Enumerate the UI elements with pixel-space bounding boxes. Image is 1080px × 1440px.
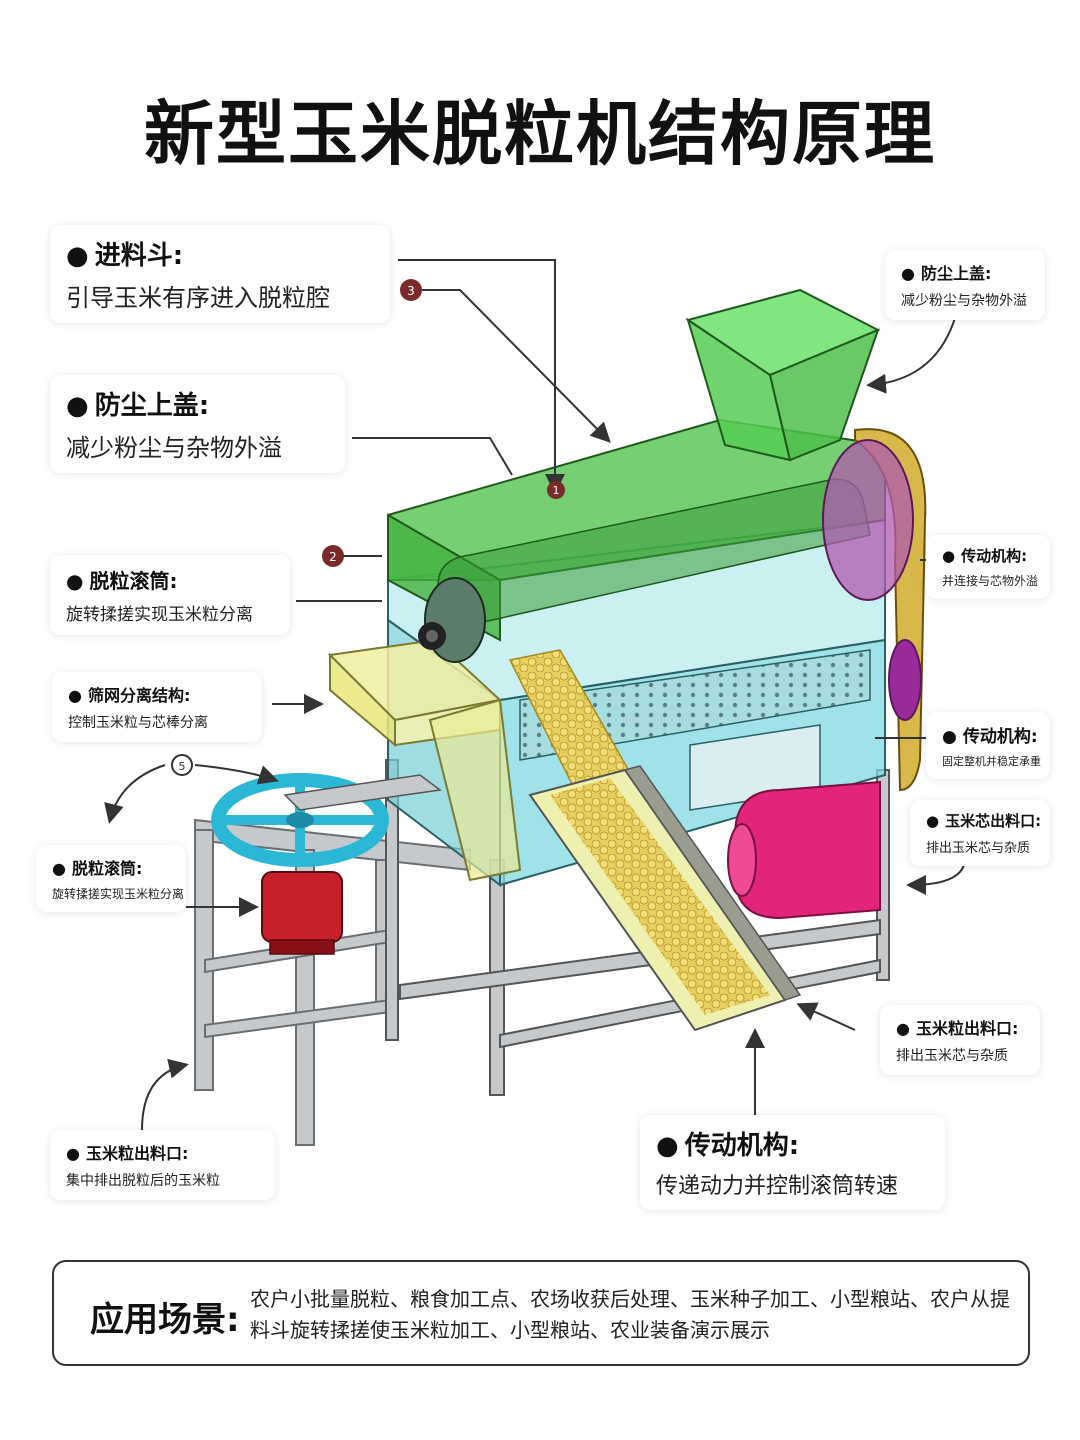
label-feed-hopper: 进料斗: 引导玉米有序进入脱粒腔 <box>50 225 390 323</box>
label-title: 脱粒滚筒: <box>52 855 170 879</box>
svg-text:3: 3 <box>407 284 415 298</box>
marker-5: 5 <box>171 754 193 776</box>
label-title: 筛网分离结构: <box>68 682 246 706</box>
label-drive-upper: 传动机构: 并连接与芯物外溢 <box>926 535 1050 599</box>
label-desc: 并连接与芯物外溢 <box>942 574 1039 588</box>
label-title: 脱粒滚筒: <box>66 565 274 594</box>
label-title: 玉米粒出料口: <box>66 1140 259 1164</box>
label-drive-bottom: 传动机构: 传递动力并控制滚筒转速 <box>640 1115 945 1210</box>
label-title: 防尘上盖: <box>66 385 329 422</box>
marker-2: 2 <box>322 545 344 567</box>
label-desc: 引导玉米有序进入脱粒腔 <box>66 284 330 312</box>
hopper <box>685 288 881 462</box>
svg-text:1: 1 <box>553 484 560 497</box>
label-dust-cover: 防尘上盖: 减少粉尘与杂物外溢 <box>50 375 345 473</box>
label-title: 传动机构: <box>942 722 1038 747</box>
label-desc: 减少粉尘与杂物外溢 <box>901 293 1027 309</box>
label-drive-middle: 传动机构: 固定整机并稳定承重 <box>926 712 1050 779</box>
label-threshing-drum: 脱粒滚筒: 旋转揉搓实现玉米粒分离 <box>50 555 290 635</box>
label-desc: 传递动力并控制滚筒转速 <box>656 1174 899 1199</box>
label-desc: 旋转揉搓实现玉米粒分离 <box>52 887 185 901</box>
label-title: 防尘上盖: <box>901 260 1029 284</box>
marker-1: 1 <box>547 481 565 499</box>
scenario-text: 农户小批量脱粒、粮食加工点、农场收获后处理、玉米种子加工、小型粮站、农户从提料斗… <box>250 1287 1010 1342</box>
label-kernel-outlet-right: 玉米粒出料口: 排出玉米芯与杂质 <box>880 1005 1040 1075</box>
application-scenario: 应用场景: 农户小批量脱粒、粮食加工点、农场收获后处理、玉米种子加工、小型粮站、… <box>52 1260 1030 1366</box>
label-title: 传动机构: <box>656 1125 929 1162</box>
label-dust-cover-right: 防尘上盖: 减少粉尘与杂物外溢 <box>885 250 1045 320</box>
label-desc: 集中排出脱粒后的玉米粒 <box>66 1173 220 1189</box>
feed-tray <box>327 638 522 882</box>
belt-drive <box>822 428 927 792</box>
page-title: 新型玉米脱粒机结构原理 <box>144 93 936 175</box>
label-title: 传动机构: <box>942 545 1034 566</box>
scenario-title: 应用场景: <box>90 1300 240 1340</box>
label-title: 玉米粒出料口: <box>896 1015 1024 1039</box>
label-threshing-drum-2: 脱粒滚筒: 旋转揉搓实现玉米粒分离 <box>36 845 186 912</box>
kernel-chute <box>508 649 802 1032</box>
threshing-drum <box>418 577 486 663</box>
corn-core-bin <box>727 780 881 920</box>
label-desc: 控制玉米粒与芯棒分离 <box>68 715 208 731</box>
label-core-outlet: 玉米芯出料口: 排出玉米芯与杂质 <box>910 800 1050 866</box>
label-desc: 减少粉尘与杂物外溢 <box>66 434 282 462</box>
marker-3: 3 <box>400 279 422 301</box>
label-kernel-outlet-left: 玉米粒出料口: 集中排出脱粒后的玉米粒 <box>50 1130 275 1200</box>
label-desc: 旋转揉搓实现玉米粒分离 <box>66 605 253 625</box>
label-title: 玉米芯出料口: <box>926 810 1041 831</box>
label-screen-separation: 筛网分离结构: 控制玉米粒与芯棒分离 <box>52 672 262 742</box>
label-desc: 排出玉米芯与杂质 <box>896 1048 1008 1064</box>
motor <box>261 871 343 955</box>
label-title: 进料斗: <box>66 235 374 272</box>
hand-wheel <box>211 773 442 867</box>
label-desc: 排出玉米芯与杂质 <box>926 841 1031 856</box>
svg-text:5: 5 <box>179 760 186 773</box>
svg-text:2: 2 <box>329 550 337 564</box>
leader-lines <box>104 259 966 1131</box>
label-desc: 固定整机并稳定承重 <box>942 755 1041 768</box>
